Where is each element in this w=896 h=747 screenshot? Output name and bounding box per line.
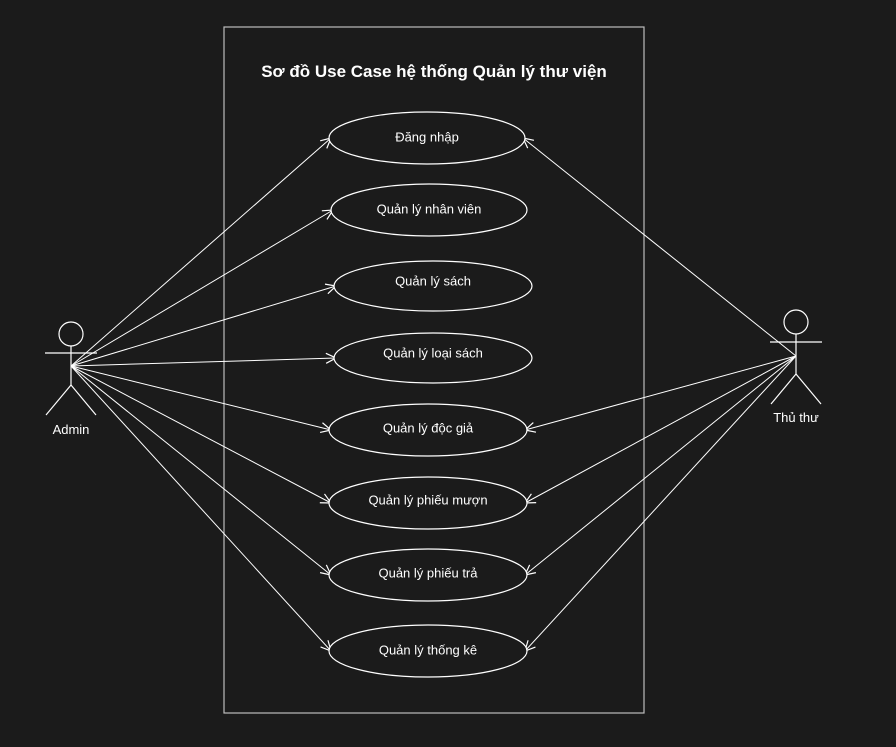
use-case-label: Đăng nhập [395,129,459,144]
association-arrow-admin-uc2 [70,210,333,367]
use-case-quan-ly-phieu-muon[interactable]: Quản lý phiếu mượn [328,476,528,530]
association-arrow-admin-uc1 [70,138,331,367]
actor-label: Admin [53,422,90,437]
system-boundary [223,26,645,714]
use-case-quan-ly-thong-ke[interactable]: Quản lý thống kê [328,624,528,678]
association-arrow-librarian-uc1 [523,138,797,357]
use-case-quan-ly-doc-gia[interactable]: Quản lý độc giả [328,403,528,457]
use-case-quan-ly-nhan-vien[interactable]: Quản lý nhân viên [330,183,528,237]
use-case-label: Quản lý phiếu trả [378,565,478,580]
use-case-label: Quản lý thống kê [379,642,477,657]
association-arrow-admin-uc8 [70,365,331,651]
use-case-label: Quản lý sách [395,273,471,288]
use-case-label: Quản lý phiếu mượn [368,492,487,507]
use-case-quan-ly-phieu-tra[interactable]: Quản lý phiếu trả [328,548,528,602]
association-arrow-librarian-uc8 [525,355,797,651]
actor-admin[interactable]: Admin [45,321,97,437]
association-arrow-admin-uc3 [70,286,336,367]
association-arrow-admin-uc5 [70,365,331,430]
association-arrow-admin-uc4 [70,358,336,367]
use-case-dang-nhap[interactable]: Đăng nhập [328,111,526,165]
use-case-quan-ly-sach[interactable]: Quản lý sách [333,260,533,312]
use-case-label: Quản lý độc giả [383,420,474,435]
use-case-list: Đăng nhập Quản lý nhân viên Quản lý sách… [328,111,533,678]
stick-figure-icon [45,321,97,416]
diagram-title: Sơ đồ Use Case hệ thống Quản lý thư viện [261,62,607,81]
use-case-quan-ly-loai-sach[interactable]: Quản lý loại sách [333,332,533,384]
association-arrow-librarian-uc5 [525,355,797,430]
association-arrow-librarian-uc6 [525,355,797,503]
use-case-label: Quản lý nhân viên [377,201,482,216]
actor-thu-thu[interactable]: Thủ thư [770,309,822,425]
actor-label: Thủ thư [773,410,819,425]
association-arrow-admin-uc6 [70,365,331,503]
associations [70,138,797,651]
stick-figure-icon [770,309,822,405]
association-arrow-librarian-uc7 [525,355,797,575]
association-arrow-admin-uc7 [70,365,331,575]
use-case-label: Quản lý loại sách [383,345,483,360]
